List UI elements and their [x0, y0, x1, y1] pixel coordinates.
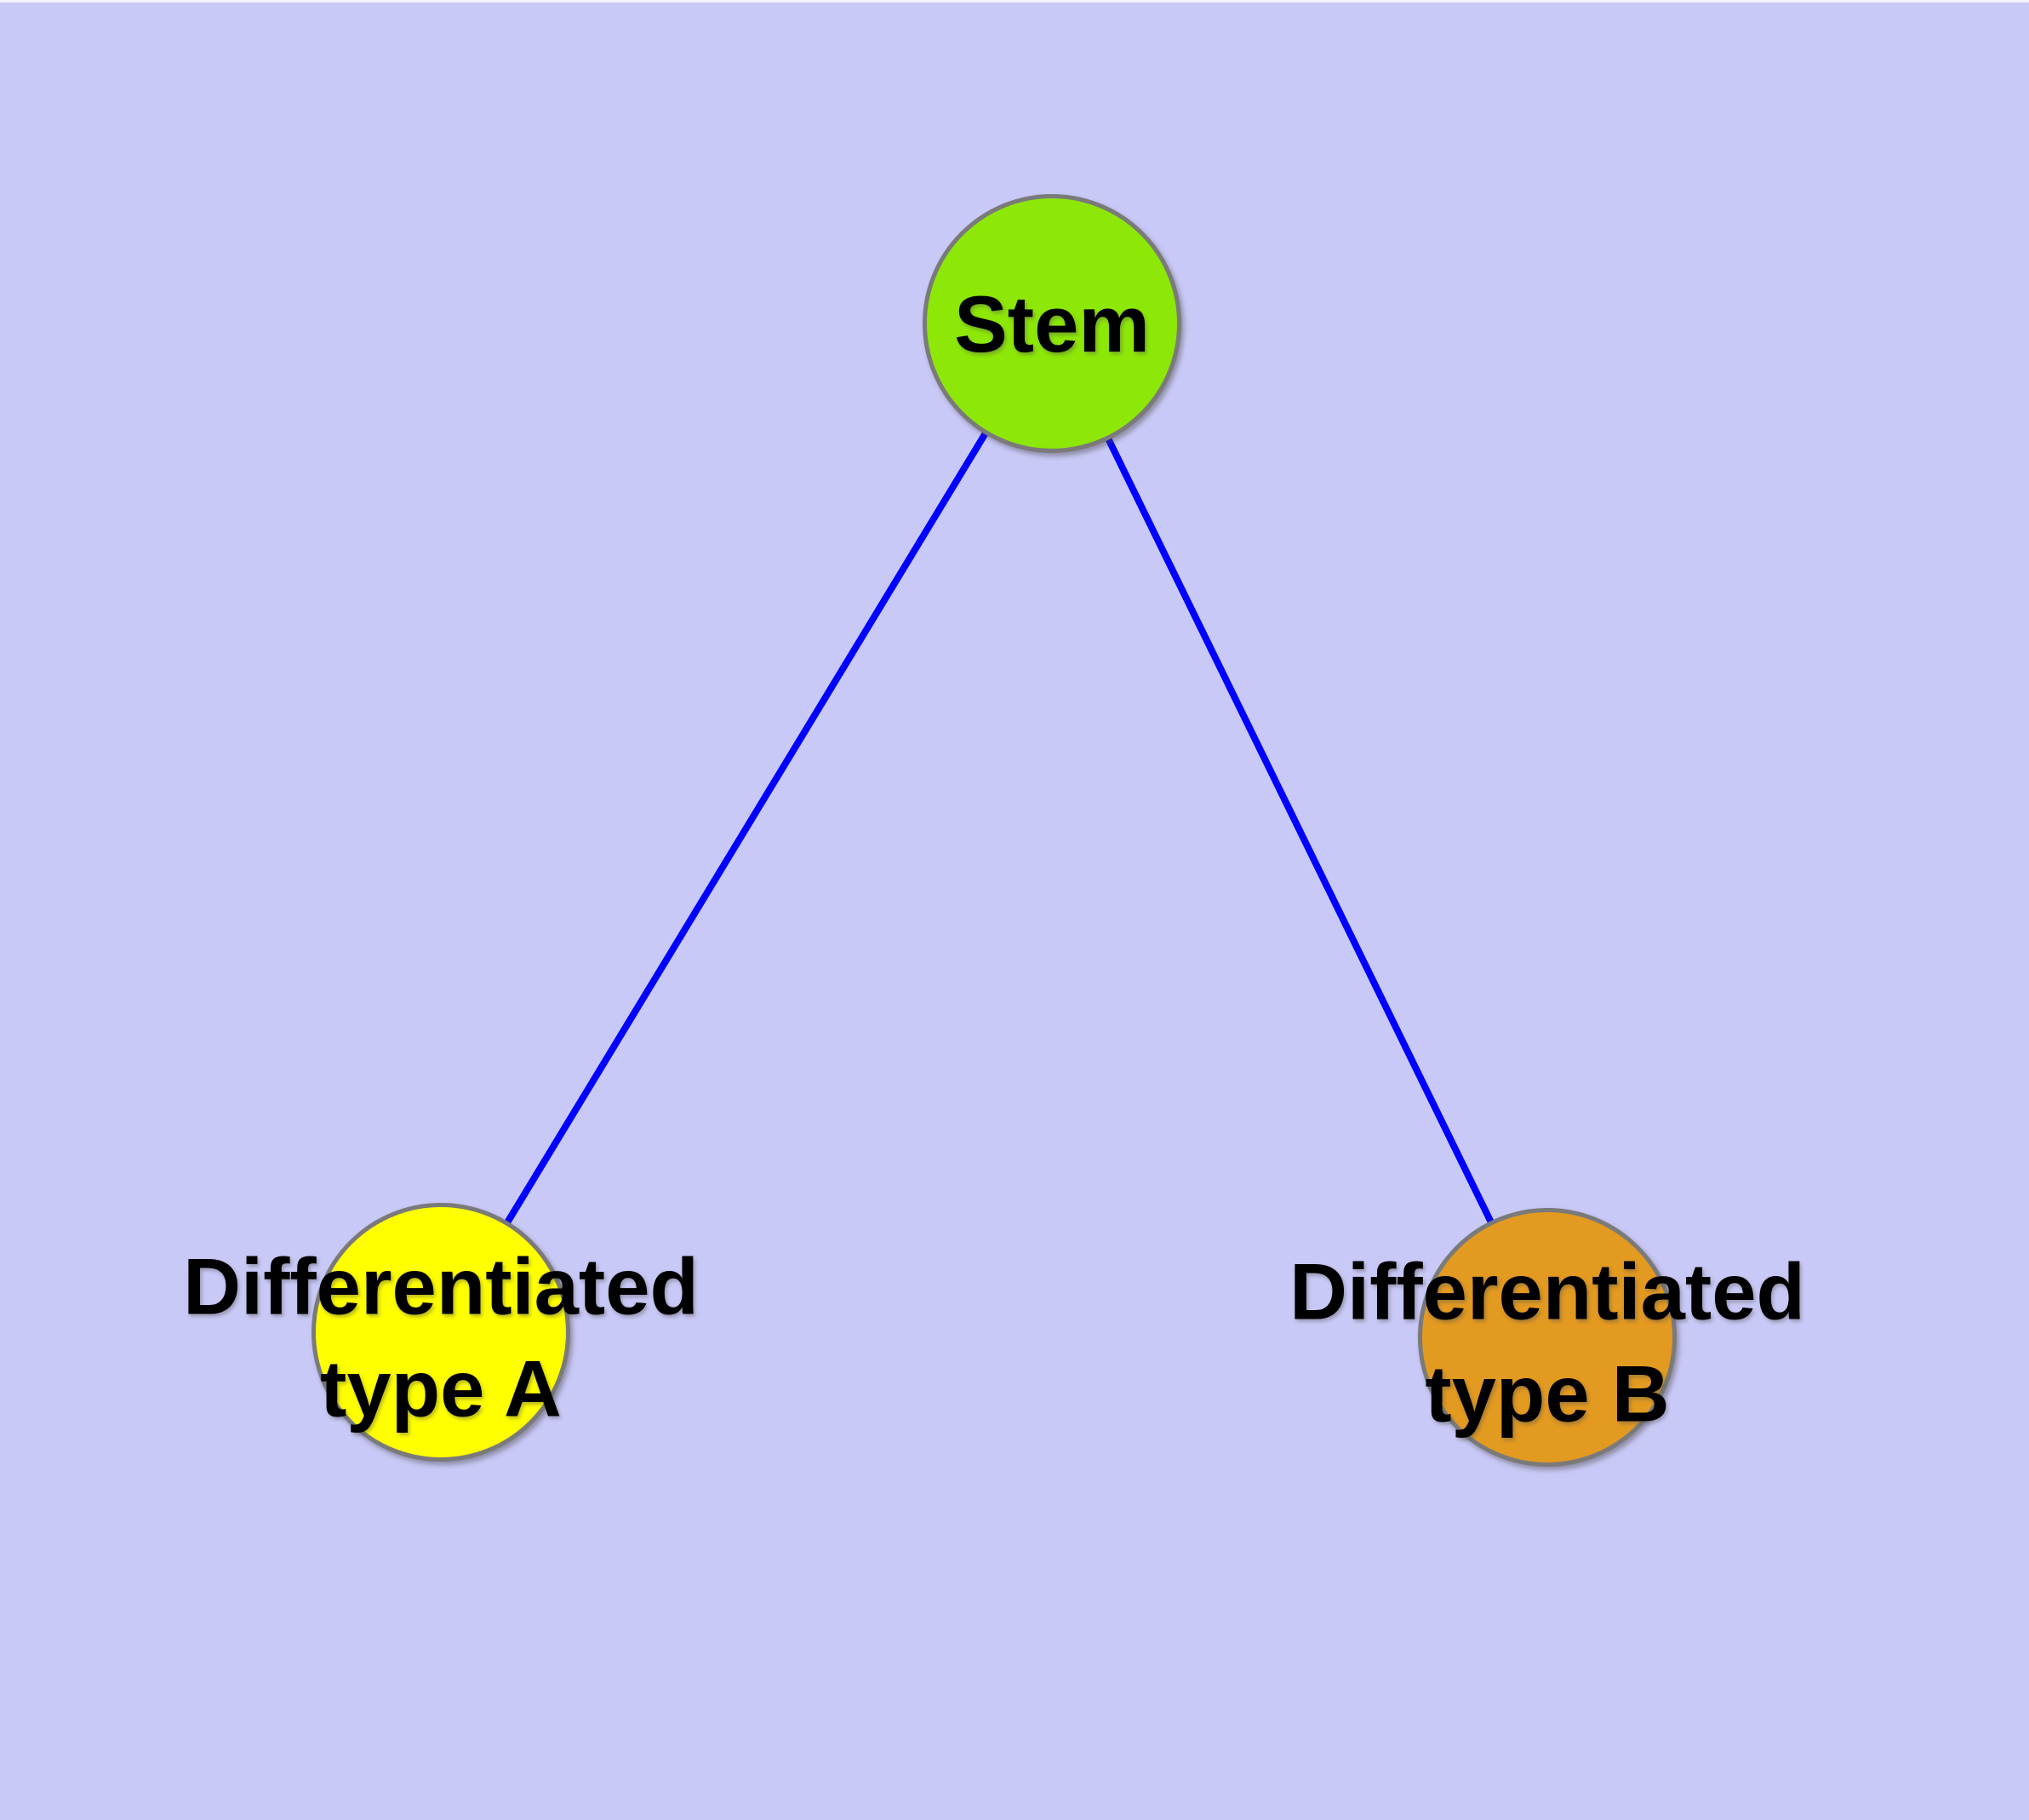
- node-differentiated-type-b-label-line2: type B: [1425, 1349, 1670, 1439]
- node-differentiated-type-a[interactable]: [311, 1203, 570, 1462]
- node-stem-label: Stem: [954, 273, 1150, 375]
- node-differentiated-type-a-label: Differentiated type A: [183, 1236, 699, 1441]
- node-stem-label-line: Stem: [954, 278, 1150, 369]
- node-differentiated-type-b-label-line1: Differentiated: [1289, 1246, 1805, 1336]
- edge-stem-to-typeA[interactable]: [437, 321, 1055, 1335]
- window-top-edge: [0, 0, 2029, 3]
- edge-stem-to-typeB[interactable]: [1049, 322, 1551, 1339]
- node-differentiated-type-a-label-line1: Differentiated: [183, 1241, 699, 1331]
- node-differentiated-type-a-label-line2: type A: [320, 1344, 562, 1434]
- node-differentiated-type-b[interactable]: [1418, 1208, 1677, 1467]
- node-stem[interactable]: [923, 194, 1181, 453]
- node-differentiated-type-b-label: Differentiated type B: [1289, 1241, 1805, 1446]
